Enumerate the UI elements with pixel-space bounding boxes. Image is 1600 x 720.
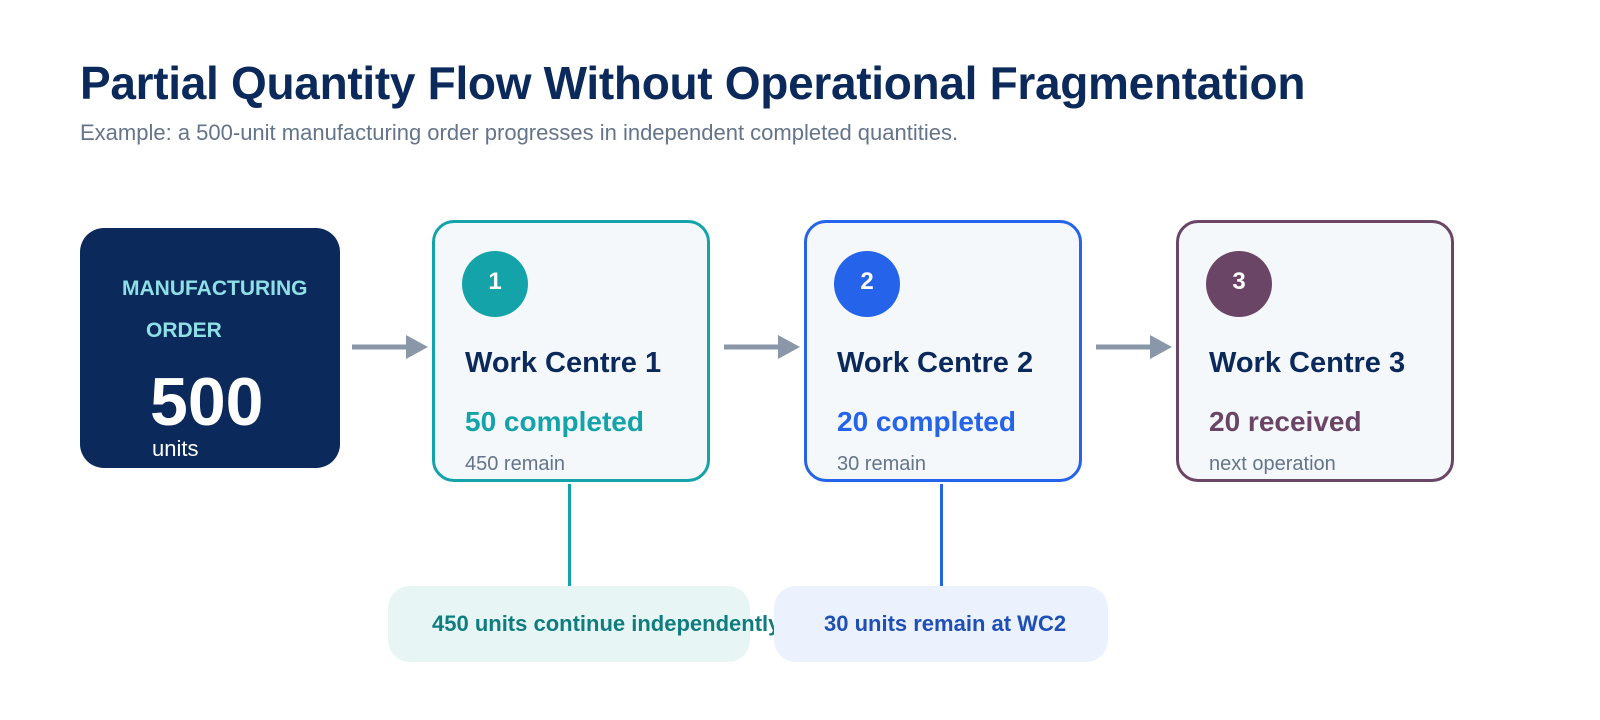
work-centre-3-status: 20 received [1209,406,1362,437]
manufacturing-order-card: MANUFACTURING ORDER 500 units [80,228,340,468]
work-centre-2-name: Work Centre 2 [837,347,1034,379]
step-1-badge: 1 [462,251,528,317]
manufacturing-order-label: MANUFACTURING ORDER [122,268,322,352]
work-centre-3-name: Work Centre 3 [1209,347,1406,379]
order-quantity: 500 [150,364,264,440]
order-label-line-2: ORDER [146,319,222,342]
arrow-right-icon [1096,335,1172,359]
work-centre-2-note: 30 remain [837,453,926,475]
order-unit: units [152,436,199,461]
work-centre-1-name: Work Centre 1 [465,347,662,379]
work-centre-1-note: 450 remain [465,453,566,475]
work-centre-1-card: 1 Work Centre 1 50 completed 450 remain [432,220,710,482]
page-title: Partial Quantity Flow Without Operationa… [80,57,1306,109]
callout-continue: 450 units continue independently [388,586,780,662]
work-centre-1-status: 50 completed [465,406,644,437]
work-centre-3-note: next operation [1209,453,1336,475]
step-3-badge: 3 [1206,251,1272,317]
connector-line [940,484,943,586]
callout-remain: 30 units remain at WC2 [774,586,1108,662]
arrow-right-icon [724,335,800,359]
page-subtitle: Example: a 500-unit manufacturing order … [80,120,959,145]
work-centre-2-status: 20 completed [837,406,1016,437]
order-label-line-1: MANUFACTURING [122,277,308,300]
callout-continue-text: 450 units continue independently [432,611,781,636]
work-centre-3-card: 3 Work Centre 3 20 received next operati… [1176,220,1454,482]
step-2-badge: 2 [834,251,900,317]
callout-remain-text: 30 units remain at WC2 [824,611,1067,636]
work-centre-2-card: 2 Work Centre 2 20 completed 30 remain [804,220,1082,482]
connector-line [568,484,571,586]
arrow-right-icon [352,335,428,359]
